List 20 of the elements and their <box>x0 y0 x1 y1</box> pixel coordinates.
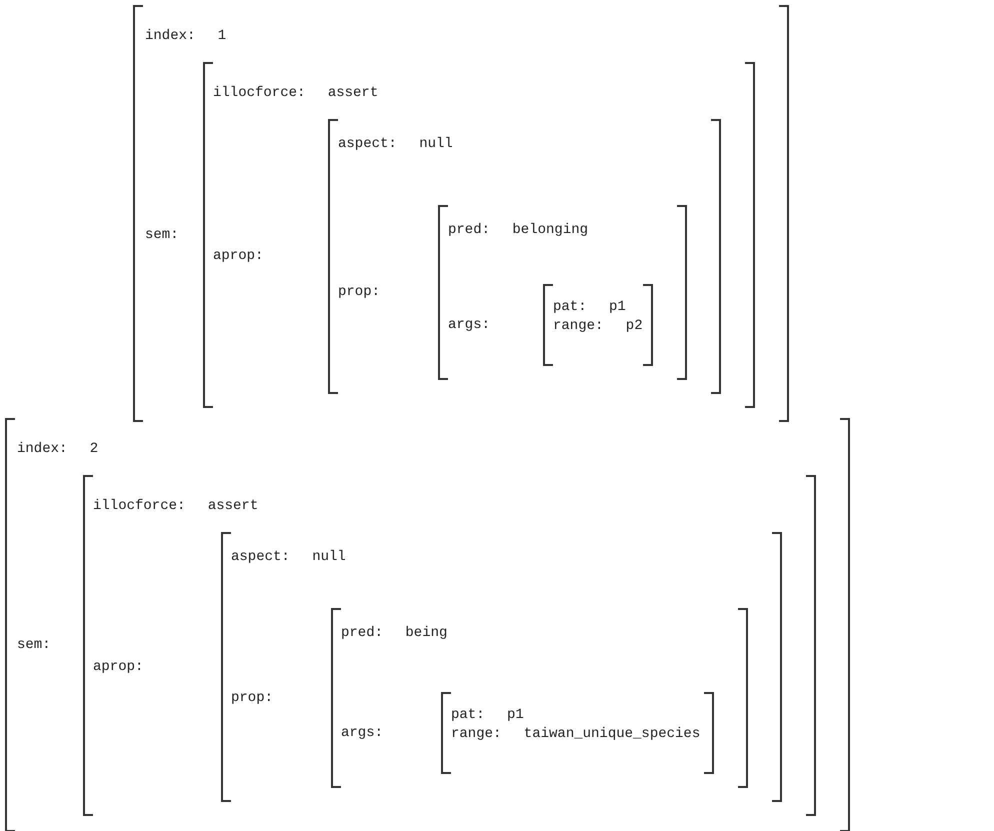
feature-value: illocforce: assert <box>213 84 380 103</box>
feature-name: prop: <box>231 688 274 708</box>
feature-name: prop: <box>338 283 382 302</box>
feature-name: sem: <box>17 636 52 655</box>
feature-value: pat: p1 <box>553 298 627 317</box>
feature-value: range: taiwan_unique_species <box>451 725 700 744</box>
feature-value: pred: being <box>341 624 448 643</box>
feature-value: index: 1 <box>145 27 228 46</box>
feature-name: aprop: <box>93 658 144 676</box>
feature-value: index: 2 <box>17 440 100 459</box>
feature-value: aspect: null <box>338 135 454 154</box>
feature-name: args: <box>448 316 492 334</box>
feature-name: sem: <box>145 226 180 244</box>
feature-name: aprop: <box>213 247 264 266</box>
feature-name: args: <box>341 724 384 742</box>
feature-value: illocforce: assert <box>93 497 260 516</box>
feature-value: pred: belonging <box>448 221 590 240</box>
feature-value: aspect: null <box>231 548 347 567</box>
feature-value: range: p2 <box>553 317 643 336</box>
feature-value: pat: p1 <box>451 706 525 725</box>
